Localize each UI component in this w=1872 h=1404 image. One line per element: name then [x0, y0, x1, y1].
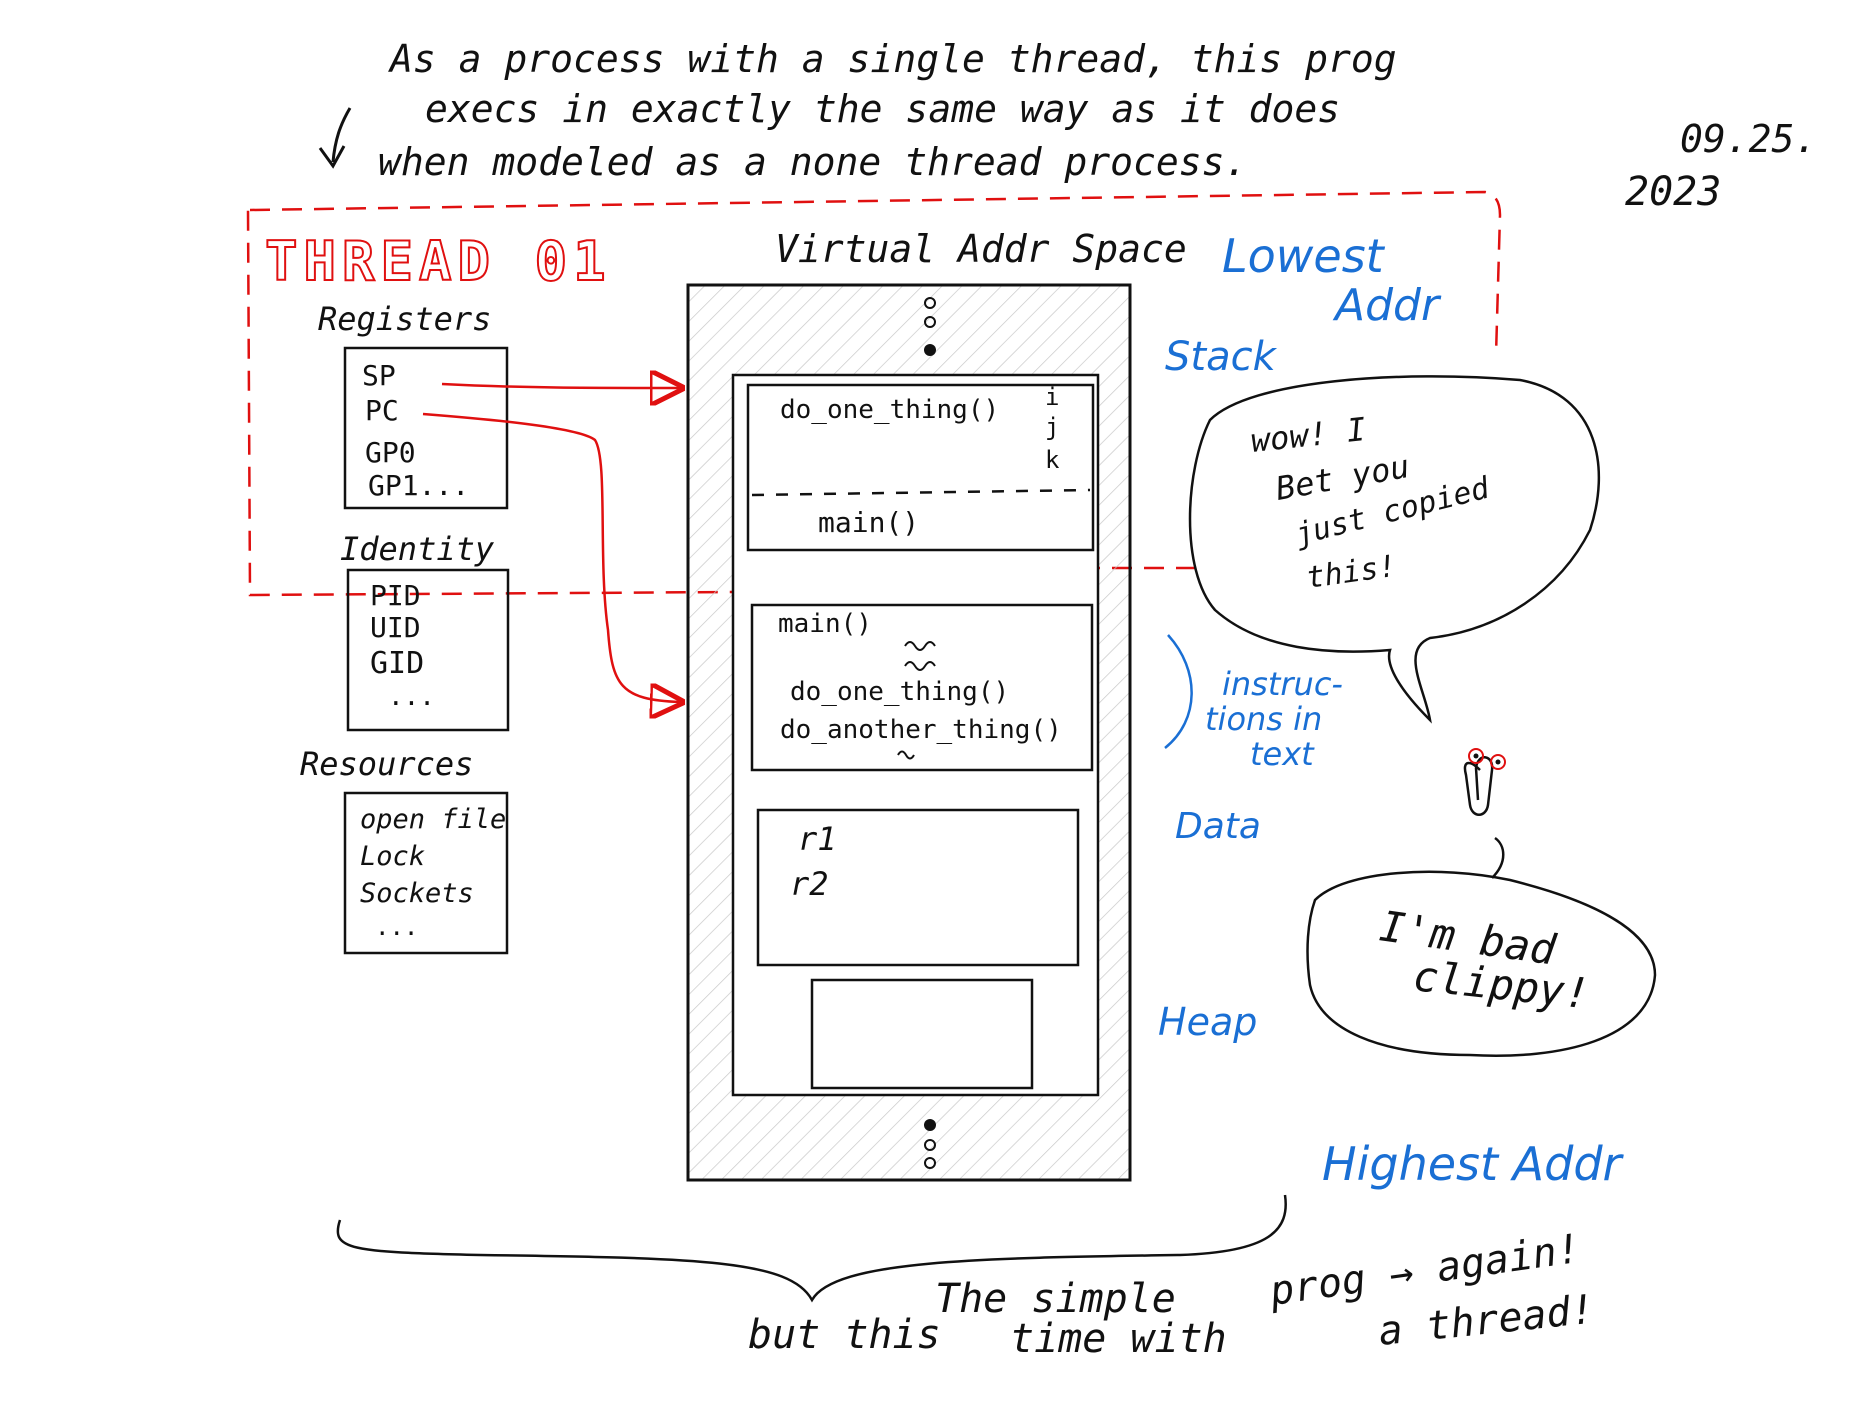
identity-pid: PID [370, 579, 421, 612]
resource-open-file: open file [360, 804, 506, 835]
clippy-icon [1463, 748, 1506, 816]
resources-box [343, 791, 509, 955]
data-label: Data [1175, 806, 1261, 847]
footer-center-line-2: time with [1010, 1316, 1227, 1362]
stack-var-j: j [1045, 413, 1059, 441]
lowest-addr-line-2: Addr [1332, 280, 1442, 331]
lowest-addr-line-1: Lowest [1222, 229, 1386, 283]
data-segment-box [756, 808, 1080, 967]
resource-sockets: Sockets [360, 878, 474, 909]
stack-divider [751, 488, 1091, 497]
resource-more: ... [375, 913, 418, 941]
registers-label: Registers [318, 300, 491, 338]
text-line-do-another: do_another_thing() [780, 715, 1062, 745]
data-line-r2: r2 [790, 865, 829, 903]
highest-addr-label: Highest Addr [1322, 1137, 1625, 1191]
identity-gid: GID [370, 646, 424, 681]
pc-arrow [422, 412, 680, 702]
text-label-line-2: tions in [1205, 700, 1322, 738]
footer-right-line-2: a thread! [1376, 1287, 1596, 1355]
wow-line-1: wow! I [1249, 410, 1368, 460]
footer-brace [336, 1194, 1287, 1303]
data-line-r1: r1 [798, 820, 837, 858]
header-line-2: execs in exactly the same way as it does [425, 87, 1340, 131]
dot-icon [924, 344, 936, 356]
register-sp: SP [362, 359, 396, 392]
resource-lock: Lock [360, 841, 425, 872]
date-line-1: 09.25. [1680, 117, 1817, 161]
stack-frame-box [746, 383, 1095, 552]
identity-uid: UID [370, 611, 421, 644]
header-line-1: As a process with a single thread, this … [388, 37, 1397, 81]
header-text: As a process with a single thread, this … [318, 37, 1817, 215]
registers-box [343, 346, 509, 510]
dot-icon [924, 1119, 936, 1131]
address-space-title: Virtual Addr Space [775, 227, 1187, 271]
dot-icon [924, 1157, 936, 1169]
wow-line-4: this! [1304, 549, 1398, 596]
identity-more: ... [388, 682, 435, 712]
text-label-line-3: text [1250, 735, 1315, 773]
down-arrow-icon [331, 107, 352, 163]
stack-label: Stack [1165, 334, 1278, 380]
dot-icon [924, 1139, 936, 1151]
register-pc: PC [365, 394, 399, 427]
clippy-line-2: clippy! [1411, 951, 1592, 1018]
date-line-2: 2023 [1625, 169, 1721, 215]
text-label-line-1: instruc- [1222, 665, 1343, 703]
register-gp1: GP1... [368, 469, 469, 502]
down-arrow-head-icon [318, 145, 346, 169]
stack-frame-bottom: main() [818, 506, 919, 539]
heap-segment-box [810, 978, 1034, 1090]
resources-label: Resources [300, 745, 473, 783]
stack-frame-top: do_one_thing() [780, 395, 999, 425]
stack-var-k: k [1045, 446, 1060, 474]
text-segment-box [750, 603, 1094, 772]
text-line-do-one: do_one_thing() [790, 677, 1009, 707]
wow-speech-bubble [1188, 375, 1601, 724]
sp-arrow [441, 384, 680, 388]
footer-center-line-1: The simple [935, 1276, 1176, 1322]
dot-icon [924, 316, 936, 328]
text-line-main: main() [778, 609, 872, 639]
text-brace [1164, 634, 1193, 749]
footer-left: but this [748, 1312, 941, 1358]
header-line-3: when modeled as a none thread process. [378, 140, 1247, 184]
identity-label: Identity [340, 530, 495, 568]
squiggle-icon [897, 750, 915, 760]
identity-box [346, 568, 510, 732]
dot-icon [924, 297, 936, 309]
stack-var-i: i [1045, 383, 1059, 411]
register-gp0: GP0 [365, 436, 416, 469]
clippy-speech-bubble [1306, 836, 1657, 1057]
thread-title: THREAD 01 [265, 230, 612, 293]
squiggle-icon [904, 641, 936, 671]
heap-label: Heap [1158, 1000, 1257, 1044]
